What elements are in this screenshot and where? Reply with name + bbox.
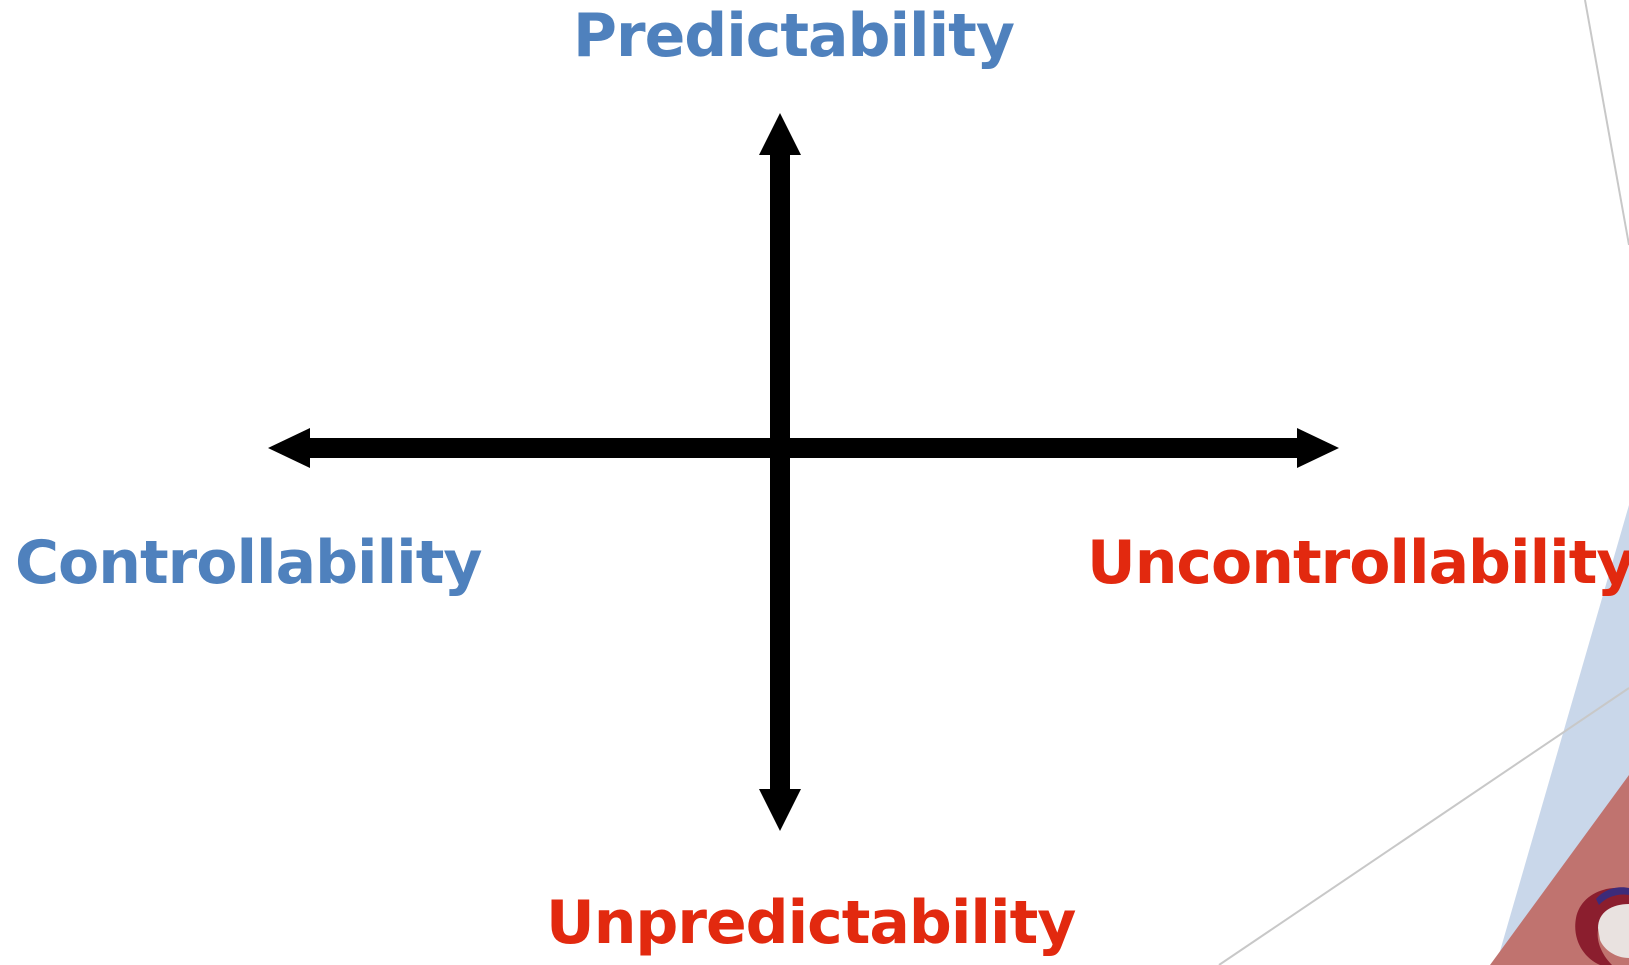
vertical-axis-shaft <box>770 152 790 792</box>
down-arrowhead <box>759 789 801 831</box>
label-unpredictability: Unpredictability <box>546 888 1076 958</box>
up-arrowhead <box>759 113 801 155</box>
vertical-axis-arrow <box>759 113 801 831</box>
label-controllability: Controllability <box>15 528 483 598</box>
left-arrowhead <box>268 428 310 468</box>
horizontal-axis-shaft <box>308 438 1308 458</box>
label-predictability: Predictability <box>573 1 1015 71</box>
decor-line-diagonal <box>1218 687 1629 965</box>
logo-mark <box>1575 887 1629 965</box>
label-uncontrollability: Uncontrollability <box>1087 528 1629 598</box>
horizontal-axis-arrow <box>268 428 1339 468</box>
right-arrowhead <box>1297 428 1339 468</box>
decor-line-top <box>1584 0 1629 246</box>
slide-decoration <box>1218 0 1629 965</box>
